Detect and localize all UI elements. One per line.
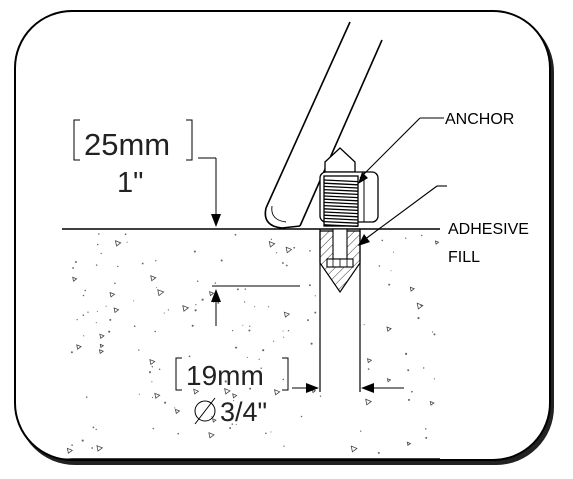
diameter-in-label: 3/4" — [220, 397, 267, 427]
concrete-texture — [66, 233, 440, 454]
diameter-symbol-icon — [194, 400, 216, 422]
anchor-threads — [323, 175, 359, 228]
anchor-shank — [332, 228, 348, 260]
angled-pole — [264, 21, 383, 229]
embed-in-label: 1" — [117, 167, 143, 199]
adhesive-label-line2: FILL — [448, 249, 480, 266]
leader-lines — [358, 117, 447, 246]
rounded-frame — [14, 10, 551, 461]
adhesive-label-line1: ADHESIVE — [448, 221, 529, 238]
diameter-mm-label: 19mm — [186, 360, 264, 391]
hole-diameter-dimension — [175, 357, 404, 425]
embed-mm-label: 25mm — [84, 127, 170, 162]
anchor-label: ANCHOR — [445, 111, 514, 128]
embed-depth-dimension — [73, 119, 300, 326]
